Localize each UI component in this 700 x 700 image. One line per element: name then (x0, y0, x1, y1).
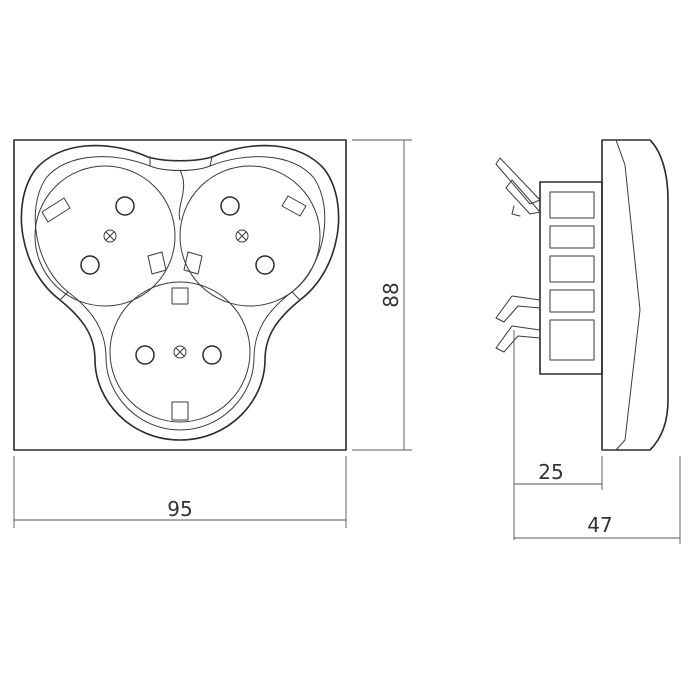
dimension-height: 88 (352, 139, 412, 451)
cover-plate (601, 139, 669, 451)
pin-hole-right (202, 345, 222, 365)
height-label: 88 (379, 282, 403, 307)
terminal-block-5 (549, 319, 595, 361)
ground-clip-bottom (171, 401, 189, 421)
seam-line-right (291, 291, 301, 301)
claw-lower (495, 295, 541, 323)
dimension-mount-depth: 25 (513, 330, 603, 540)
terminal-block-1 (549, 191, 595, 219)
pin-hole-upper (220, 196, 240, 216)
cover-bevel (615, 139, 641, 451)
ground-clip-top (171, 287, 189, 305)
socket-top-left (34, 165, 176, 307)
ground-clip-left (41, 197, 71, 223)
claw-lower-2 (495, 325, 541, 353)
socket-top-right (179, 165, 321, 307)
claw-upper (495, 157, 541, 205)
ground-clip-right (147, 251, 167, 275)
claw-tip (511, 205, 521, 217)
terminal-block-2 (549, 225, 595, 249)
width-label: 95 (167, 497, 192, 521)
terminal-block-4 (549, 289, 595, 313)
pin-hole-lower (255, 255, 275, 275)
seam-line-top-right (209, 156, 213, 167)
center-screw-icon (173, 345, 187, 359)
pin-hole-left (135, 345, 155, 365)
dimension-total-depth: 47 (514, 456, 681, 544)
center-divider (178, 169, 185, 221)
pin-hole-upper (115, 196, 135, 216)
ground-clip-right (281, 195, 307, 217)
socket-bottom (109, 281, 251, 423)
cover-edge (601, 139, 617, 451)
claw-upper-2 (505, 179, 541, 215)
dimension-width: 95 (13, 456, 347, 528)
center-screw-icon (235, 229, 249, 243)
center-screw-icon (103, 229, 117, 243)
screw-cross-icon (105, 231, 115, 241)
front-view (13, 139, 347, 451)
socket-block-inner-outline (34, 156, 326, 431)
terminal-block-3 (549, 255, 595, 283)
side-view (495, 139, 669, 451)
pin-hole-lower (80, 255, 100, 275)
socket-block-outline (20, 144, 340, 441)
ground-clip-left (183, 251, 203, 275)
mechanism-body (539, 181, 603, 375)
seam-line-left (59, 291, 69, 301)
mount-depth-label: 25 (538, 460, 563, 484)
frame-outline (13, 139, 347, 451)
screw-cross-icon (237, 231, 247, 241)
screw-cross-icon (175, 347, 185, 357)
total-depth-label: 47 (587, 513, 612, 537)
